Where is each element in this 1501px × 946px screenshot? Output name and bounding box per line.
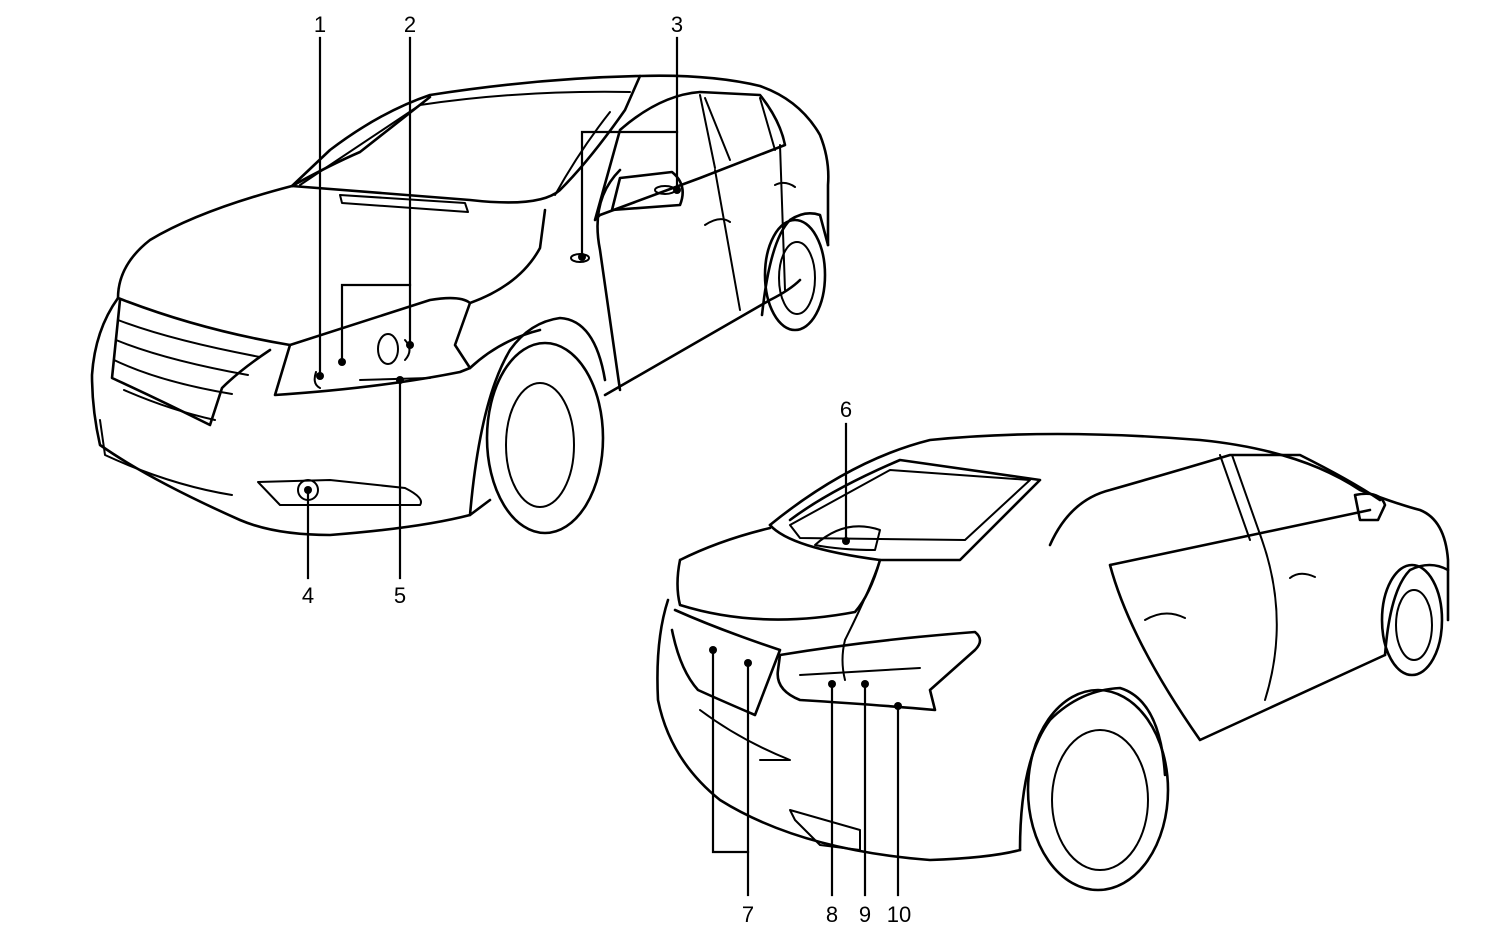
rear-car-drawing (656, 432, 1450, 892)
callout-8: 8 (826, 902, 838, 927)
front-car-drawing (90, 74, 830, 537)
callout-4: 4 (302, 583, 314, 608)
leader-lines (304, 36, 902, 897)
callout-1: 1 (314, 12, 326, 37)
callout-6: 6 (840, 397, 852, 422)
callout-10: 10 (887, 902, 911, 927)
callout-3: 3 (671, 12, 683, 37)
callout-9: 9 (859, 902, 871, 927)
callout-7: 7 (742, 902, 754, 927)
callout-5: 5 (394, 583, 406, 608)
callout-labels: 1 2 3 4 5 6 7 8 9 10 (302, 12, 911, 927)
callout-2: 2 (404, 12, 416, 37)
